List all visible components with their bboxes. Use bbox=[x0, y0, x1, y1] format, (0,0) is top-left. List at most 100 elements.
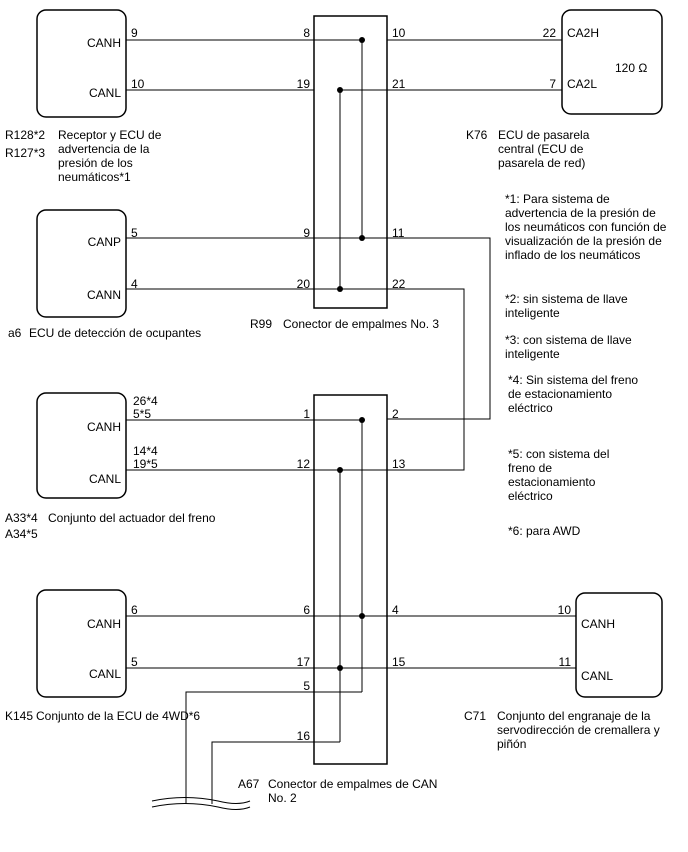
a67-pin-15: 15 bbox=[392, 655, 406, 669]
junction-dot bbox=[337, 87, 343, 93]
tpms-ecu-box bbox=[36, 9, 127, 118]
note-3-line-2: inteligente bbox=[505, 347, 560, 361]
a67-code: A67 bbox=[238, 777, 260, 791]
junction-dot bbox=[337, 286, 343, 292]
awd-ecu-code: K145 bbox=[5, 709, 33, 723]
note-5-line-3: estacionamiento bbox=[508, 475, 596, 489]
note-5-line-1: *5: con sistema del bbox=[508, 447, 609, 461]
note-2-line-1: *2: sin sistema de llave bbox=[505, 292, 628, 306]
brake-actuator-pin-14: 14*4 bbox=[133, 444, 158, 458]
r99-pin-19: 19 bbox=[297, 77, 311, 91]
a67-pin-5: 5 bbox=[303, 679, 310, 693]
brake-actuator-code-2: A34*5 bbox=[5, 527, 38, 541]
tpms-ecu-name-line-1: Receptor y ECU de bbox=[58, 128, 162, 142]
awd-ecu-box bbox=[36, 589, 127, 698]
note-1-line-5: inflado de los neumáticos bbox=[505, 248, 640, 262]
awd-ecu-canl-label: CANL bbox=[89, 667, 121, 681]
tpms-ecu-code-1: R128*2 bbox=[5, 128, 45, 142]
wires bbox=[126, 39, 607, 810]
r99-pin-20: 20 bbox=[297, 277, 311, 291]
gateway-ecu-pin-7: 7 bbox=[549, 77, 556, 91]
r99-connector-body bbox=[313, 15, 388, 309]
junction-dot bbox=[359, 37, 365, 43]
tpms-ecu-name-line-3: presión de los bbox=[58, 156, 133, 170]
brake-actuator-pin-5: 5*5 bbox=[133, 407, 151, 421]
a67-name-line-2: No. 2 bbox=[268, 791, 297, 805]
tpms-ecu-pin-10: 10 bbox=[131, 77, 145, 91]
steering-gear-name-line-3: piñón bbox=[497, 737, 526, 751]
gateway-ecu-ca2l-label: CA2L bbox=[567, 77, 597, 91]
a67-pin-1: 1 bbox=[303, 407, 310, 421]
steering-gear-name-line-1: Conjunto del engranaje de la bbox=[497, 709, 651, 723]
awd-ecu-canh-label: CANH bbox=[87, 617, 121, 631]
r99-pin-9: 9 bbox=[303, 226, 310, 240]
awd-ecu-pin-5: 5 bbox=[131, 655, 138, 669]
gateway-resistor-value: 120 Ω bbox=[615, 61, 647, 75]
wire-r99-a67-canh bbox=[387, 237, 491, 420]
gateway-ecu-pin-22: 22 bbox=[543, 26, 557, 40]
junction-dot bbox=[337, 467, 343, 473]
brake-actuator-box bbox=[36, 392, 127, 499]
steering-gear-code: C71 bbox=[464, 709, 486, 723]
junction-dot bbox=[359, 613, 365, 619]
brake-actuator-canl-label: CANL bbox=[89, 472, 121, 486]
tpms-ecu-name-line-2: advertencia de la bbox=[58, 142, 150, 156]
tpms-ecu-pin-9: 9 bbox=[131, 26, 138, 40]
note-2-line-2: inteligente bbox=[505, 306, 560, 320]
note-1-line-3: los neumáticos con función de bbox=[505, 220, 667, 234]
occupant-ecu-pin-5: 5 bbox=[131, 226, 138, 240]
note-4-line-1: *4: Sin sistema del freno bbox=[508, 373, 638, 387]
tpms-ecu-canl-label: CANL bbox=[89, 86, 121, 100]
junction-dot bbox=[337, 665, 343, 671]
occupant-ecu-box bbox=[36, 209, 127, 318]
brake-actuator-canh-label: CANH bbox=[87, 420, 121, 434]
note-5-line-2: freno de bbox=[508, 461, 552, 475]
gateway-ecu-name-line-1: ECU de pasarela bbox=[498, 128, 590, 142]
gateway-ecu-ca2h-label: CA2H bbox=[567, 26, 599, 40]
wire-a67-pin5-out bbox=[185, 691, 314, 804]
occupant-ecu-cann-label: CANN bbox=[87, 288, 121, 302]
a67-pin-13: 13 bbox=[392, 457, 406, 471]
tpms-ecu-canh-label: CANH bbox=[87, 36, 121, 50]
r99-pin-22: 22 bbox=[392, 277, 406, 291]
a67-name-line-1: Conector de empalmes de CAN bbox=[268, 777, 437, 791]
footnotes: *1: Para sistema de advertencia de la pr… bbox=[505, 192, 667, 538]
brake-actuator-code-1: A33*4 bbox=[5, 511, 38, 525]
note-4-line-3: eléctrico bbox=[508, 401, 553, 415]
gateway-ecu-code: K76 bbox=[466, 128, 488, 142]
brake-actuator-pin-26: 26*4 bbox=[133, 394, 158, 408]
r99-pin-21: 21 bbox=[392, 77, 406, 91]
note-3-line-1: *3: con sistema de llave bbox=[505, 333, 632, 347]
harness-break-line-1 bbox=[151, 797, 251, 804]
note-4-line-2: de estacionamiento bbox=[508, 387, 612, 401]
a67-pin-4: 4 bbox=[392, 603, 399, 617]
awd-ecu-name: Conjunto de la ECU de 4WD*6 bbox=[36, 709, 200, 723]
gateway-ecu-name-line-3: pasarela de red) bbox=[498, 156, 585, 170]
wire-r99-a67-canl bbox=[387, 288, 465, 471]
note-6-line-1: *6: para AWD bbox=[508, 524, 581, 538]
r99-pin-10: 10 bbox=[392, 26, 406, 40]
note-1-line-1: *1: Para sistema de bbox=[505, 192, 610, 206]
r99-code: R99 bbox=[250, 317, 272, 331]
a67-connector-body bbox=[313, 394, 388, 765]
tpms-ecu-code-2: R127*3 bbox=[5, 146, 45, 160]
occupant-ecu-pin-4: 4 bbox=[131, 277, 138, 291]
gateway-ecu-name-line-2: central (ECU de bbox=[498, 142, 584, 156]
a67-pin-16: 16 bbox=[297, 729, 311, 743]
r99-name: Conector de empalmes No. 3 bbox=[283, 317, 439, 331]
brake-actuator-name: Conjunto del actuador del freno bbox=[48, 511, 216, 525]
awd-ecu-pin-6: 6 bbox=[131, 603, 138, 617]
tpms-ecu-name-line-4: neumáticos*1 bbox=[58, 170, 131, 184]
a67-pin-6: 6 bbox=[303, 603, 310, 617]
junction-dot bbox=[359, 417, 365, 423]
steering-gear-pin-11: 11 bbox=[559, 655, 572, 669]
steering-gear-name-line-2: servodirección de cremallera y bbox=[497, 723, 660, 737]
wire-a67-pin16-out bbox=[211, 741, 314, 804]
brake-actuator-pin-19: 19*5 bbox=[133, 457, 158, 471]
occupant-ecu-code: a6 bbox=[8, 326, 22, 340]
a67-pin-12: 12 bbox=[297, 457, 311, 471]
harness-break-line-2 bbox=[151, 803, 251, 810]
steering-gear-canl-label: CANL bbox=[581, 669, 613, 683]
a67-pin-2: 2 bbox=[392, 407, 399, 421]
